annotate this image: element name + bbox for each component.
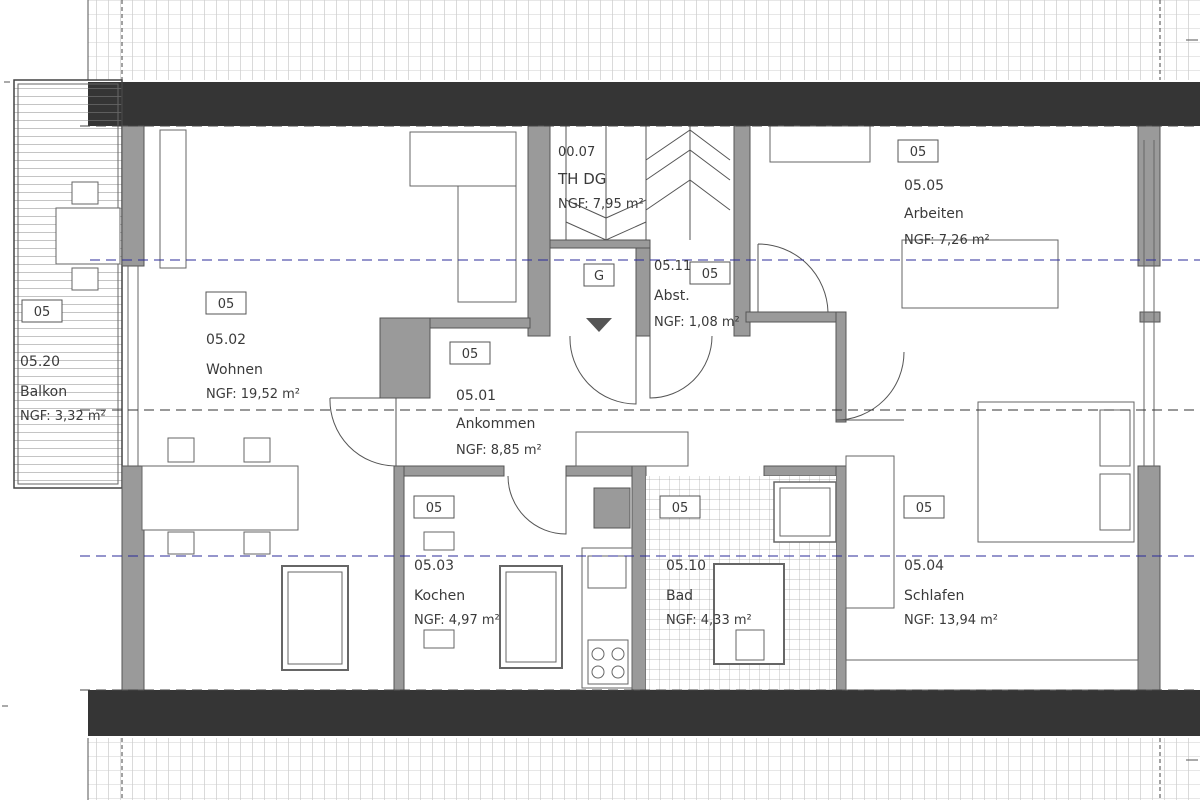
windows — [127, 140, 1155, 466]
svg-text:NGF: 7,95 m²: NGF: 7,95 m² — [558, 197, 644, 212]
svg-text:TH DG: TH DG — [557, 170, 606, 188]
svg-text:05.01: 05.01 — [456, 388, 496, 404]
svg-text:Abst.: Abst. — [654, 288, 690, 304]
room-label-kochen: 05 05.03 Kochen NGF: 4,97 m² — [413, 495, 500, 628]
furniture — [141, 125, 1139, 691]
svg-text:Schlafen: Schlafen — [904, 588, 964, 604]
axis-lines — [80, 125, 1200, 691]
room-label-abst: 05 05.11 Abst. NGF: 1,08 m² — [654, 259, 740, 330]
svg-text:05.04: 05.04 — [904, 558, 944, 574]
room-label-bad: 05 05.10 Bad NGF: 4,33 m² — [659, 495, 752, 628]
svg-text:05: 05 — [910, 145, 927, 160]
edge-ticks — [2, 39, 1198, 761]
svg-text:05.02: 05.02 — [206, 332, 246, 348]
svg-text:05: 05 — [916, 501, 933, 516]
roof-bottom — [88, 738, 1200, 800]
stair-tag-box — [583, 263, 615, 287]
room-label-balkon: 05 05.20 Balkon NGF: 3,32 m² — [20, 299, 106, 424]
svg-text:NGF: 13,94 m²: NGF: 13,94 m² — [904, 613, 998, 628]
svg-text:00.07: 00.07 — [558, 145, 595, 160]
roof-top — [88, 0, 1200, 80]
stair-arrow-icon — [586, 318, 612, 332]
stair-tag: G — [594, 269, 604, 284]
wall-south — [88, 690, 1200, 736]
svg-text:NGF: 4,97 m²: NGF: 4,97 m² — [414, 613, 500, 628]
svg-text:05.10: 05.10 — [666, 558, 706, 574]
wall-north — [88, 82, 1200, 126]
svg-text:Kochen: Kochen — [414, 588, 465, 604]
svg-text:05: 05 — [218, 297, 235, 312]
svg-text:05.20: 05.20 — [20, 354, 60, 370]
balcony — [4, 79, 123, 489]
svg-text:05.11: 05.11 — [654, 259, 691, 274]
room-label-treppenhaus: 00.07 TH DG NGF: 7,95 m² — [557, 145, 644, 212]
svg-text:05.03: 05.03 — [414, 558, 454, 574]
svg-text:05: 05 — [672, 501, 689, 516]
room-label-ankommen: 05 05.01 Ankommen NGF: 8,85 m² — [449, 341, 542, 458]
svg-text:05: 05 — [426, 501, 443, 516]
svg-text:Arbeiten: Arbeiten — [904, 206, 964, 222]
svg-text:05.05: 05.05 — [904, 178, 944, 194]
staircase — [550, 126, 731, 241]
svg-text:05: 05 — [462, 347, 479, 362]
svg-text:NGF: 1,08 m²: NGF: 1,08 m² — [654, 315, 740, 330]
svg-text:05: 05 — [702, 267, 719, 282]
svg-text:Bad: Bad — [666, 588, 693, 604]
room-label-wohnen: 05 05.02 Wohnen NGF: 19,52 m² — [205, 291, 300, 402]
svg-text:NGF: 19,52 m²: NGF: 19,52 m² — [206, 387, 300, 402]
svg-text:05: 05 — [34, 305, 51, 320]
room-label-arbeiten: 05 05.05 Arbeiten NGF: 7,26 m² — [897, 139, 990, 248]
svg-text:Wohnen: Wohnen — [206, 362, 263, 378]
room-label-schlafen: 05 05.04 Schlafen NGF: 13,94 m² — [903, 495, 998, 628]
svg-text:Ankommen: Ankommen — [456, 416, 535, 432]
svg-text:NGF: 8,85 m²: NGF: 8,85 m² — [456, 443, 542, 458]
svg-text:Balkon: Balkon — [20, 384, 67, 400]
svg-text:NGF: 7,26 m²: NGF: 7,26 m² — [904, 233, 990, 248]
svg-text:NGF: 3,32 m²: NGF: 3,32 m² — [20, 409, 106, 424]
svg-text:NGF: 4,33 m²: NGF: 4,33 m² — [666, 613, 752, 628]
